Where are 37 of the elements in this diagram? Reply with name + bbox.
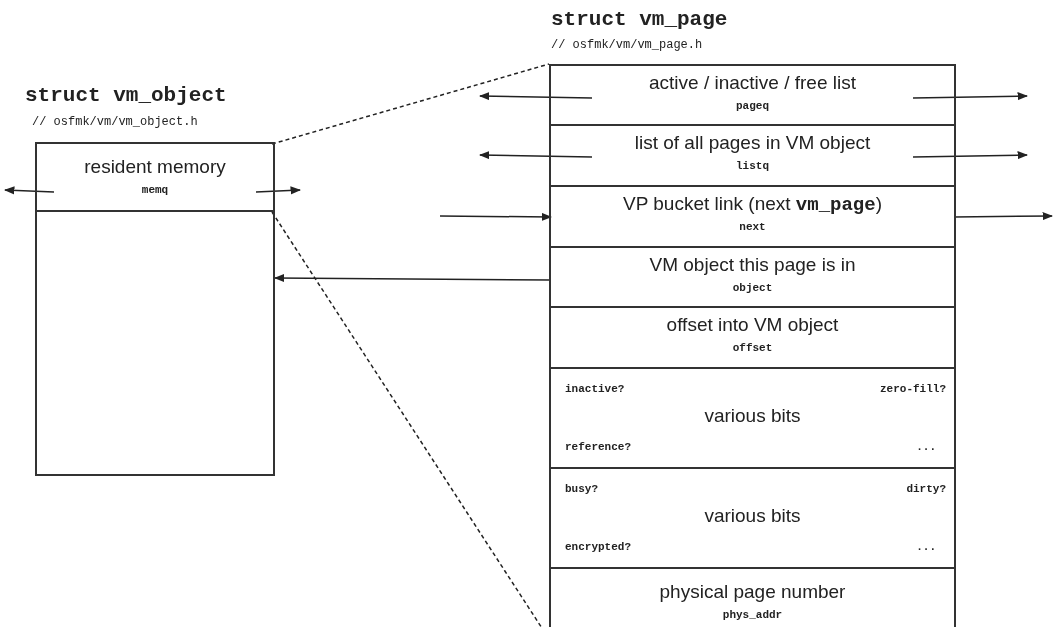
file-path-comment: // osfmk/vm/vm_page.h xyxy=(551,38,703,52)
flag-name: encrypted? xyxy=(565,541,631,553)
arrow xyxy=(912,91,1029,101)
flag-name: ... xyxy=(916,441,936,453)
field-description: offset into VM object xyxy=(665,314,840,336)
arrow xyxy=(478,150,593,160)
field-name: next xyxy=(738,221,767,233)
field-name: object xyxy=(731,282,774,294)
field-description: list of all pages in VM object xyxy=(633,132,872,154)
field-description: resident memory xyxy=(83,156,227,178)
dotted-connector xyxy=(271,63,550,145)
flag-name: zero-fill? xyxy=(880,383,946,395)
struct-heading: struct vm_page xyxy=(551,8,728,31)
field-name: phys_addr xyxy=(721,609,784,621)
field-name: listq xyxy=(735,160,770,172)
field-description: active / inactive / free list xyxy=(648,72,857,94)
arrow xyxy=(953,211,1054,221)
field-description: various bits xyxy=(703,505,802,527)
arrow xyxy=(478,91,593,101)
struct-heading: struct vm_object xyxy=(25,84,227,107)
field-name: pageq xyxy=(735,100,770,112)
field-description: physical page number xyxy=(658,581,847,603)
arrow xyxy=(273,273,552,283)
file-path-comment: // osfmk/vm/vm_object.h xyxy=(32,115,198,129)
arrow xyxy=(255,186,302,195)
arrow xyxy=(3,186,55,195)
field-description: various bits xyxy=(703,405,802,427)
flag-name: dirty? xyxy=(906,483,946,495)
field-name: memq xyxy=(140,184,170,196)
flag-name: reference? xyxy=(565,441,631,453)
arrow xyxy=(912,150,1029,160)
field-description: VP bucket link (next vm_page) xyxy=(622,193,883,216)
flag-name: ... xyxy=(916,541,936,553)
field-name: offset xyxy=(731,342,774,354)
flag-name: inactive? xyxy=(565,383,625,395)
field-description: VM object this page is in xyxy=(648,254,857,276)
flag-name: busy? xyxy=(565,483,598,495)
